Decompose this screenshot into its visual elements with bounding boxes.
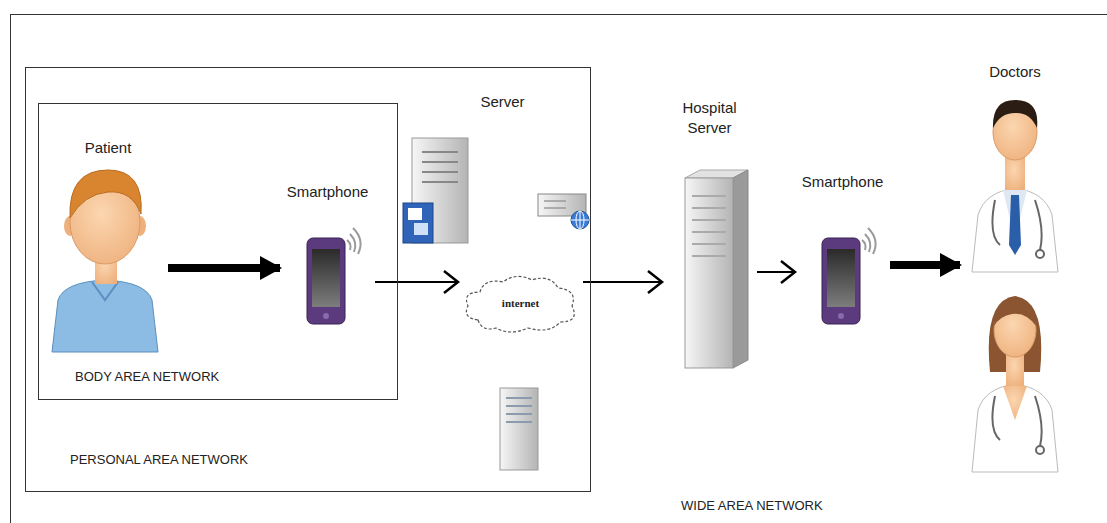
node-label: Smartphone (795, 170, 890, 192)
doctors-node: Doctors (960, 60, 1070, 480)
smartphone-node: Smartphone (280, 180, 375, 330)
rack-server (538, 194, 589, 229)
pan-region: PatientSmartphoneBODY AREA NETWORKServer… (25, 67, 591, 492)
patient-node: Patient (48, 136, 168, 354)
wan-region: PatientSmartphoneBODY AREA NETWORKServer… (10, 14, 1107, 523)
node-label: Hospital Server (670, 98, 750, 137)
thick-arrow (890, 261, 960, 269)
node-label: internet (502, 296, 539, 310)
smartphone-icon (307, 228, 361, 324)
small-server (500, 388, 538, 470)
hospital-server-node: Hospital Server (662, 98, 757, 373)
cloud-outline (466, 276, 574, 332)
node-label: Smartphone (280, 180, 375, 202)
node-label: Patient (48, 136, 168, 158)
ban-region: PatientSmartphoneBODY AREA NETWORK (38, 103, 398, 400)
male-doctor (972, 100, 1058, 272)
region-label: WIDE AREA NETWORK (681, 498, 823, 513)
region-label: PERSONAL AREA NETWORK (70, 452, 248, 467)
female-doctor (972, 296, 1058, 472)
region-label: BODY AREA NETWORK (75, 369, 219, 384)
server-node: Server (395, 90, 610, 250)
smartphone-node: Smartphone (795, 170, 890, 330)
node-label: Doctors (960, 60, 1070, 82)
node-label: Server (395, 90, 610, 112)
data-flow-arrow (583, 281, 662, 283)
patient-figure (52, 170, 158, 352)
smartphone-icon (822, 228, 876, 324)
internet-cloud: internet (458, 268, 583, 338)
thick-arrow (168, 264, 280, 272)
server-tower (403, 138, 468, 243)
hospital-server-tower (685, 170, 748, 368)
data-flow-arrow (757, 271, 795, 273)
data-flow-arrow (375, 281, 458, 283)
